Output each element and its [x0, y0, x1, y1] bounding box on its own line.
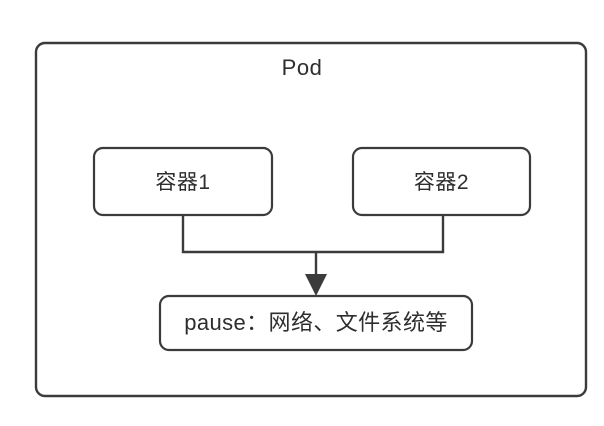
container-1-label: 容器1	[155, 171, 211, 194]
container-2-rect	[351, 146, 532, 217]
arrowhead-icon	[305, 274, 327, 296]
pause-container-rect	[158, 294, 474, 352]
connector-container-1-to-bus	[181, 215, 445, 254]
container-2-label: 容器2	[413, 171, 470, 194]
pod-title-label: Pod	[281, 55, 323, 80]
pause-container-label: pause：网络、文件系统等	[184, 310, 448, 335]
